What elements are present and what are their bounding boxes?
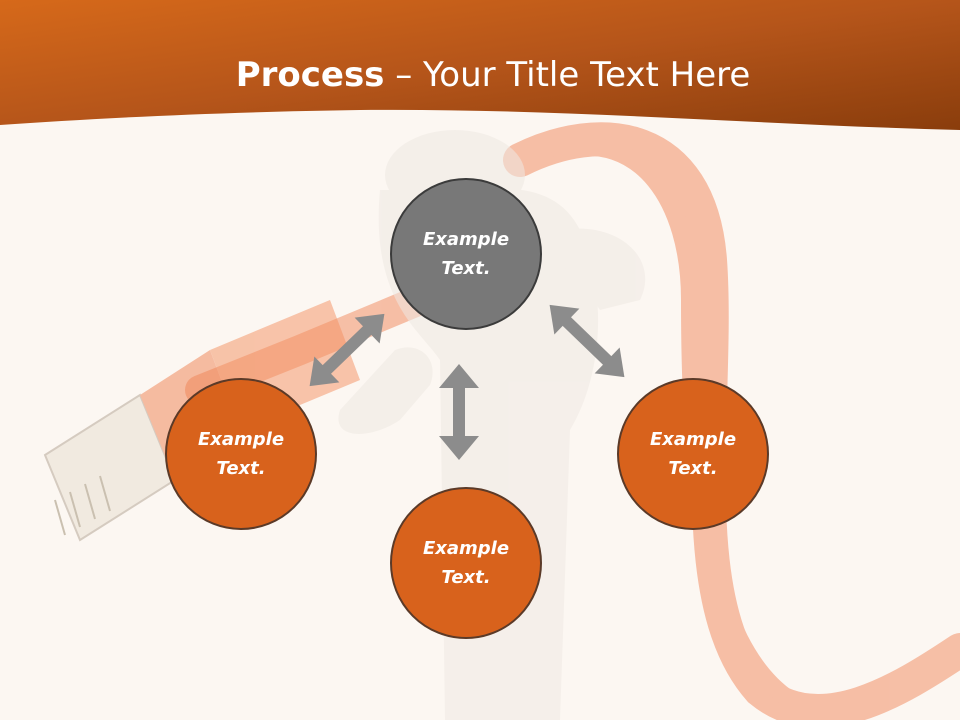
header-band [0, 0, 960, 130]
title-bold: Process [235, 55, 385, 95]
process-node-right[interactable]: Example Text. [617, 378, 769, 530]
double-headed-arrow-icon [549, 304, 625, 378]
title-rest: – Your Title Text Here [384, 55, 751, 95]
slide-title[interactable]: Process – Your Title Text Here [0, 52, 960, 98]
process-node-left[interactable]: Example Text. [165, 378, 317, 530]
double-headed-arrow-icon [439, 364, 479, 460]
double-headed-arrow-icon [309, 313, 385, 387]
process-node-bottom[interactable]: Example Text. [390, 487, 542, 639]
process-node-center[interactable]: Example Text. [390, 178, 542, 330]
